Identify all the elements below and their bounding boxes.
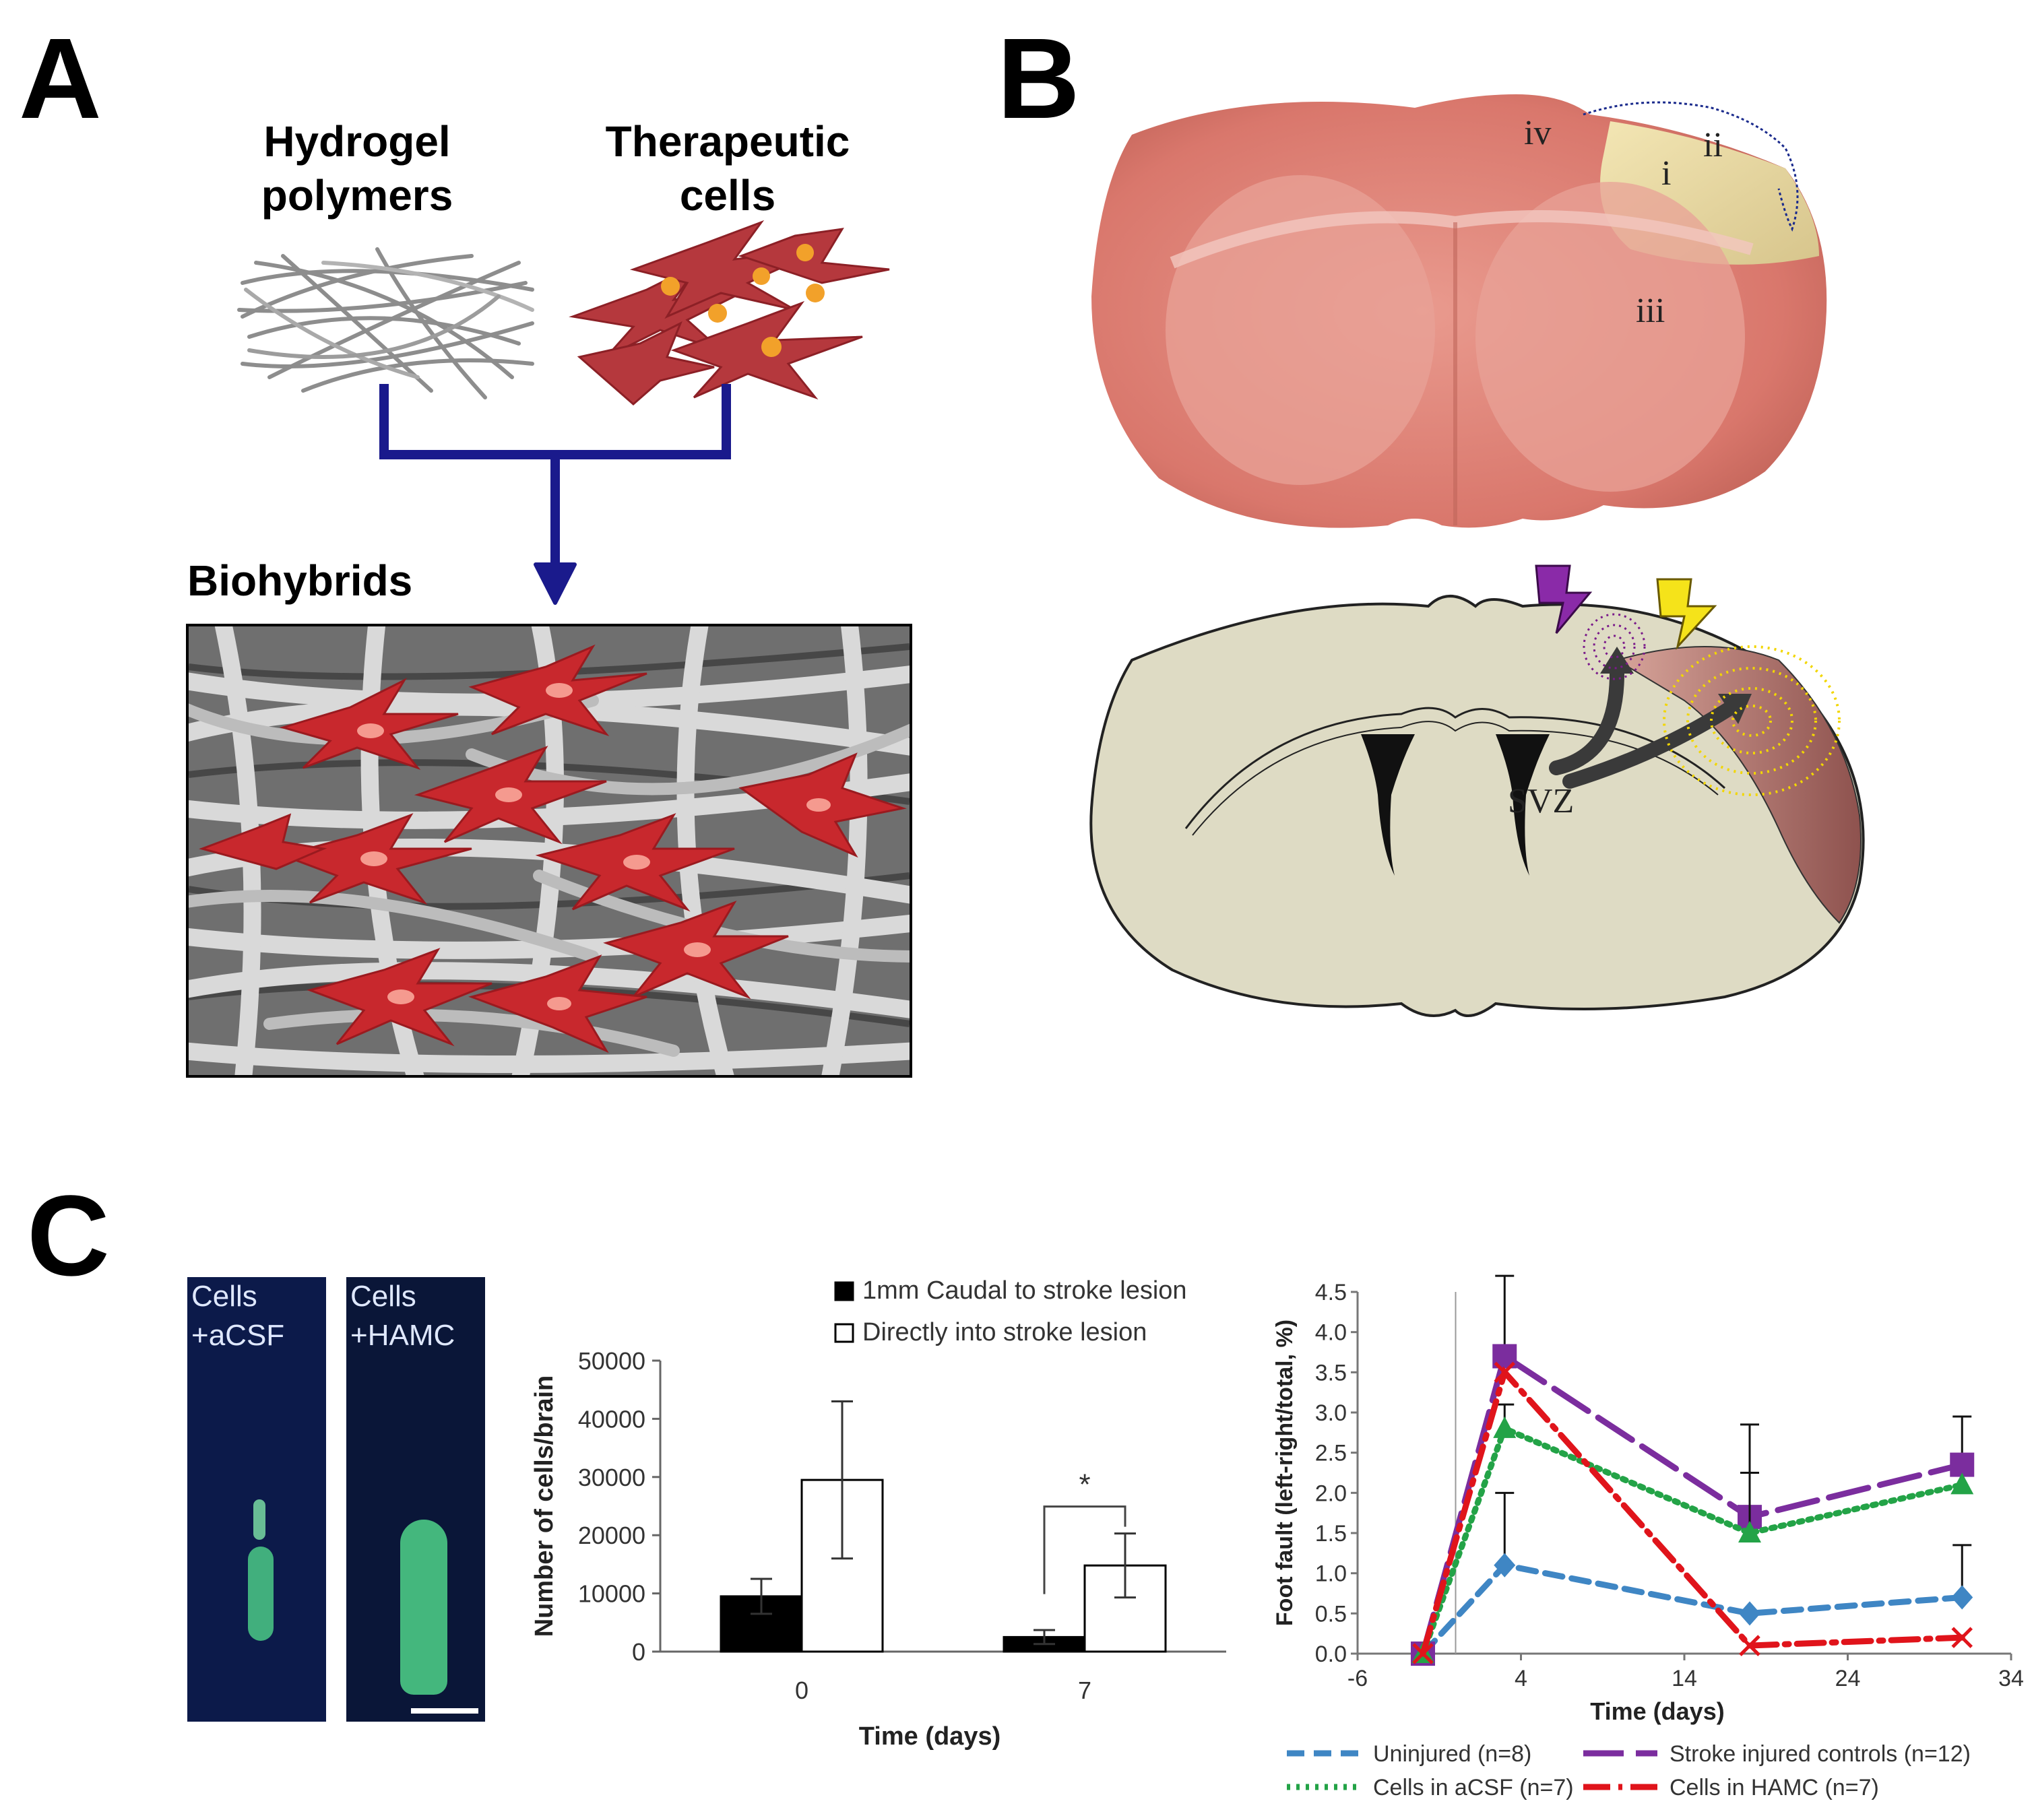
line-point xyxy=(1493,1416,1517,1438)
yellow-lightning-icon xyxy=(1656,578,1717,651)
line-chart: 0.0 0.5 1.0 1.5 2.0 2.5 3.0 3.5 4.0 4.5 -6 4 14 24 34T… xyxy=(1272,1274,2024,1800)
micrograph-acsf-caption-line1: Cells xyxy=(191,1280,257,1313)
line-y-tick-label: 0.5 xyxy=(1315,1601,1347,1627)
line-x-tick-label: 14 xyxy=(1672,1666,1697,1691)
bar-x-tick-label: 0 xyxy=(795,1677,808,1704)
purple-target-rings xyxy=(1583,613,1646,680)
line-y-axis-label: Foot fault (left-right/total, %) xyxy=(1272,1320,1298,1626)
infarct-outline xyxy=(1583,101,1799,232)
line-y-tick-label: 4.5 xyxy=(1315,1280,1347,1305)
line-series xyxy=(1420,1561,1965,1657)
purple-lightning-icon xyxy=(1535,564,1593,634)
micrograph-acsf-caption-line2: +aCSF xyxy=(191,1319,285,1352)
line-series xyxy=(1420,1366,1965,1657)
embedded-cell-nuclei xyxy=(357,683,831,1010)
bar-legend-swatch xyxy=(834,1323,854,1343)
arrowhead-purple-target xyxy=(1600,647,1634,674)
bar-legend-label: 1mm Caudal to stroke lesion xyxy=(862,1276,1187,1305)
bar-legend-label: Directly into stroke lesion xyxy=(862,1318,1147,1346)
line-y-tick-label: 2.0 xyxy=(1315,1481,1347,1506)
line-x-tick-label: 4 xyxy=(1515,1666,1527,1691)
line-point xyxy=(1951,1585,1973,1610)
cell-nuclei xyxy=(661,244,825,357)
bar-y-tick-label: 0 xyxy=(632,1638,645,1666)
bar-y-axis-label: Number of cells/brain xyxy=(530,1375,559,1637)
scale-bar xyxy=(411,1708,478,1714)
line-point xyxy=(1739,1635,1760,1656)
line-x-tick-label: 34 xyxy=(1998,1666,2024,1691)
region-label-ii: ii xyxy=(1703,126,1723,164)
merge-arrow xyxy=(379,384,731,566)
line-legend-label: Cells in HAMC (n=7) xyxy=(1670,1775,1879,1800)
significance-marker: * xyxy=(1079,1468,1090,1501)
bar-y-tick-label: 50000 xyxy=(578,1347,645,1375)
line-y-tick-label: 1.5 xyxy=(1315,1521,1347,1547)
panel-c-letter: C xyxy=(27,1172,110,1300)
arrowhead-yellow-target xyxy=(1718,694,1752,724)
bar-legend-swatch xyxy=(834,1281,854,1301)
line-y-tick-label: 3.5 xyxy=(1315,1360,1347,1386)
micrograph-acsf: Cells +aCSF xyxy=(187,1277,326,1722)
bar-x-tick-label: 7 xyxy=(1078,1677,1091,1704)
region-label-iii: iii xyxy=(1636,292,1665,330)
line-x-tick-label: -6 xyxy=(1347,1666,1368,1691)
panel-b-letter: B xyxy=(997,15,1080,143)
fluorescent-cells-acsf xyxy=(253,1499,265,1540)
micrograph-hamc-caption-line1: Cells xyxy=(350,1280,416,1313)
brain-slice-photo xyxy=(1091,94,1827,528)
line-series xyxy=(1420,1424,1965,1657)
line-point xyxy=(1494,1553,1516,1578)
line-legend-label: Cells in aCSF (n=7) xyxy=(1373,1775,1574,1800)
line-point xyxy=(1739,1601,1760,1626)
line-y-tick-label: 0.0 xyxy=(1315,1642,1347,1667)
line-y-tick-label: 4.0 xyxy=(1315,1320,1347,1346)
region-label-iv: iv xyxy=(1524,114,1552,152)
line-y-tick-label: 2.5 xyxy=(1315,1441,1347,1466)
merge-arrowhead xyxy=(534,562,577,605)
bar-y-tick-label: 40000 xyxy=(578,1405,645,1433)
line-series xyxy=(1420,1351,1965,1657)
fluorescent-streak-acsf xyxy=(248,1547,274,1641)
line-point xyxy=(1494,1361,1516,1384)
panel-b-figure xyxy=(1089,94,1865,1017)
svz-label: SVZ xyxy=(1508,782,1575,820)
therapeutic-cell-cluster xyxy=(569,220,890,405)
line-x-tick-label: 24 xyxy=(1835,1666,1861,1691)
hydrogel-polymers-label: Hydrogel polymers xyxy=(261,117,453,220)
hydrogel-fiber-tangle xyxy=(237,247,534,399)
yellow-target-rings xyxy=(1663,645,1841,796)
micrograph-hamc-caption-line2: +HAMC xyxy=(350,1319,455,1352)
line-y-tick-label: 1.0 xyxy=(1315,1561,1347,1587)
line-legend-label: Uninjured (n=8) xyxy=(1373,1741,1531,1767)
biohybrids-label: Biohybrids xyxy=(187,556,413,605)
significance-bracket xyxy=(1043,1505,1126,1594)
panel-a-letter: A xyxy=(19,15,102,143)
line-point xyxy=(1738,1521,1761,1542)
bar-x-axis-label: Time (days) xyxy=(859,1722,1000,1751)
brain-schematic xyxy=(1089,595,1865,1017)
line-y-tick-label: 3.0 xyxy=(1315,1400,1347,1426)
region-label-i: i xyxy=(1661,154,1672,193)
line-point xyxy=(1951,1627,1973,1648)
biohybrid-render xyxy=(187,625,911,1076)
line-x-axis-label: Time (days) xyxy=(1590,1697,1724,1725)
biohybrid-frame xyxy=(186,624,912,1078)
bar-y-tick-label: 20000 xyxy=(578,1522,645,1549)
line-legend-label: Stroke injured controls (n=12) xyxy=(1670,1741,1971,1767)
bar-y-tick-label: 10000 xyxy=(578,1580,645,1608)
bar-y-tick-label: 30000 xyxy=(578,1464,645,1491)
micrograph-hamc: Cells +HAMC xyxy=(346,1277,485,1722)
line-point xyxy=(1950,1472,1974,1495)
bar-chart: 0 10000 20000 30000 40000 50000 0 7 * Time (days)… xyxy=(530,1276,1226,1751)
fluorescent-graft-hamc xyxy=(400,1520,447,1695)
line-point xyxy=(1412,1643,1434,1664)
panel-a-schematic xyxy=(186,220,912,1078)
therapeutic-cells-label: Therapeutic cells xyxy=(605,117,850,220)
